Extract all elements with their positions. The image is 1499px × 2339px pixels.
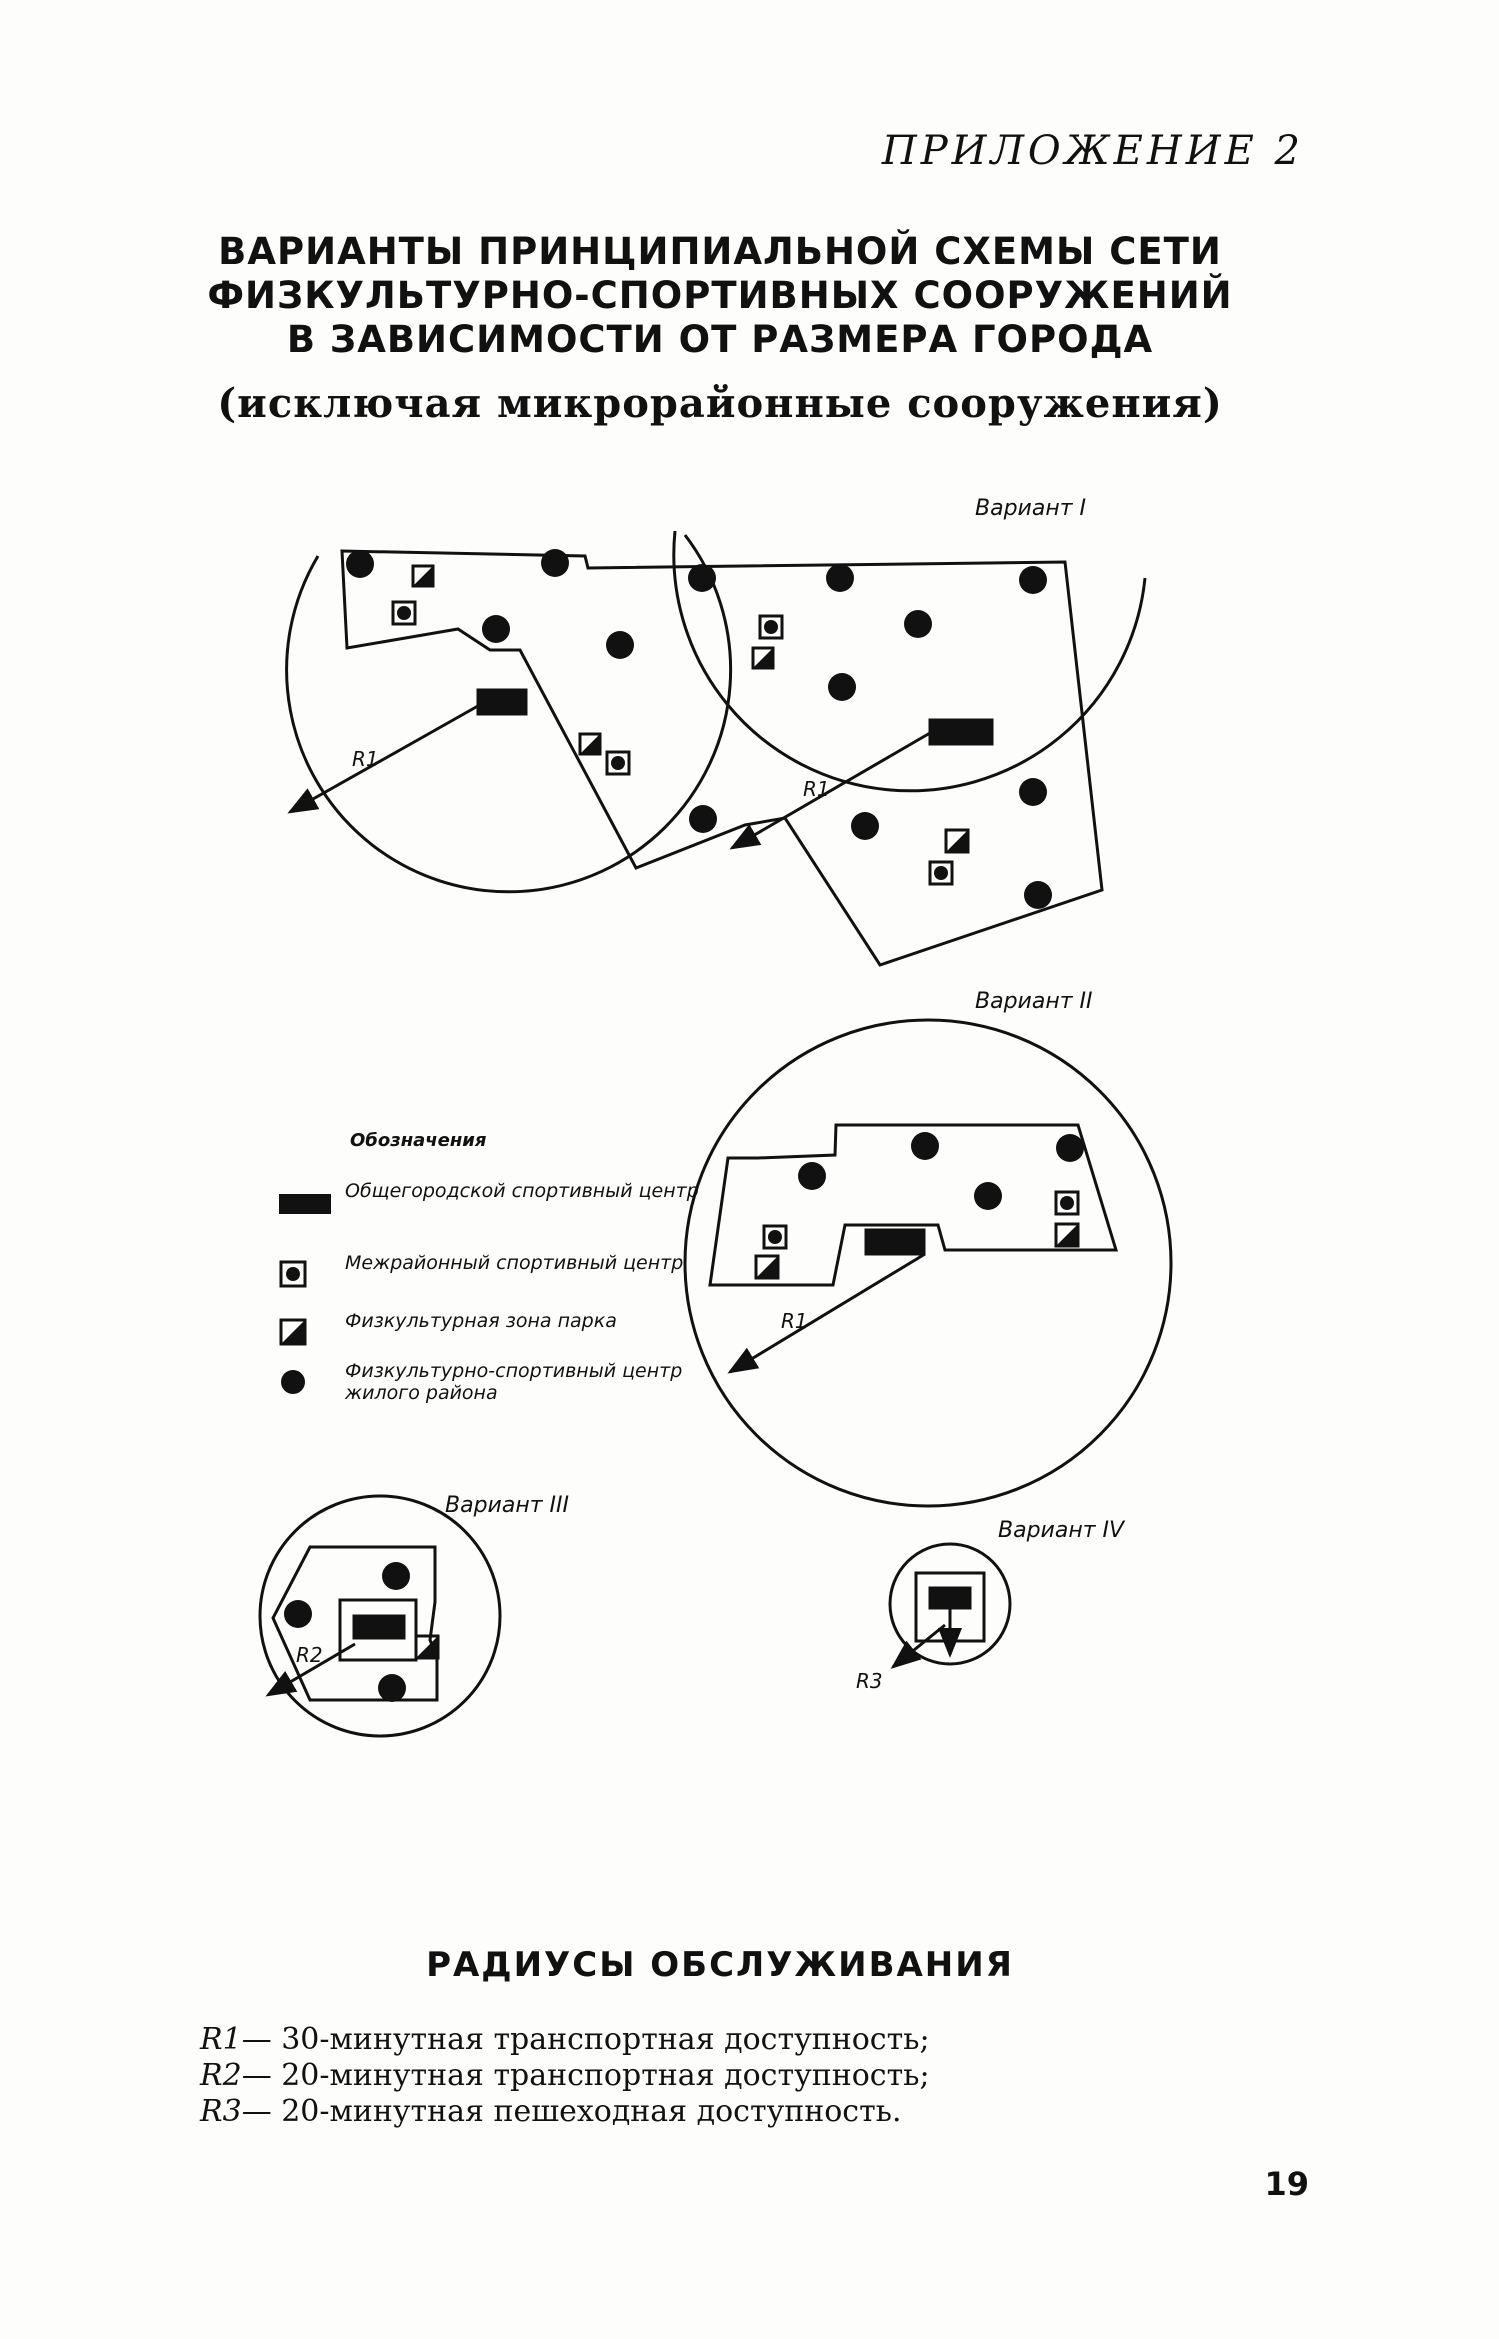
interdistrict-sports-center-icon	[279, 1260, 307, 1288]
legend-heading: Обозначения	[350, 1130, 487, 1151]
variant-1-scheme: Вариант I R1 R1	[285, 496, 1147, 967]
radius-line-v2	[727, 1252, 926, 1374]
radius-row-2: R2— 20-минутная транспортная доступность…	[200, 2058, 930, 2094]
residential-center	[382, 1562, 410, 1590]
residential-center	[826, 564, 854, 592]
radius-row-1: R1— 30-минутная транспортная доступность…	[200, 2022, 930, 2058]
interdistrict-center	[391, 600, 417, 626]
residential-center	[851, 812, 879, 840]
variant-4-scheme: Вариант IV R3	[856, 1518, 1126, 1693]
residential-center	[346, 550, 374, 578]
legend-text-interdistrict: Межрайонный спортивный центр	[345, 1252, 684, 1274]
radius-symbol: R1	[200, 2022, 242, 2057]
residential-center	[974, 1182, 1002, 1210]
legend-text-citywide: Общегородской спортивный центр	[345, 1180, 699, 1202]
radius-label-v3: R2	[296, 1643, 323, 1667]
service-radii-title: РАДИУСЫ ОБСЛУЖИВАНИЯ	[426, 1945, 1014, 1985]
radius-label-v4: R3	[856, 1669, 883, 1693]
title-line-1: ВАРИАНТЫ ПРИНЦИПИАЛЬНОЙ СХЕМЫ СЕТИ	[218, 230, 1222, 273]
variant-1-label: Вариант I	[975, 496, 1086, 521]
interdistrict-center	[928, 860, 954, 886]
radius-text: — 30-минутная транспортная доступность;	[241, 2022, 930, 2057]
radius-symbol: R2	[200, 2058, 242, 2093]
legend-item-citywide: Общегородской спортивный центр	[275, 1180, 705, 1224]
citywide-center-v3	[352, 1614, 406, 1640]
citywide-center-right	[928, 718, 994, 746]
service-circle-v3	[258, 1494, 502, 1738]
variant-2-scheme: Вариант II R1	[683, 989, 1173, 1508]
radius-label-v2: R1	[781, 1309, 808, 1333]
park-zone	[944, 828, 970, 854]
city-boundary-v1	[340, 549, 1104, 967]
variant-3-scheme: Вариант III R2	[258, 1493, 569, 1738]
residential-center	[828, 673, 856, 701]
radius-row-3: R3— 20-минутная пешеходная доступность.	[200, 2094, 902, 2130]
interdistrict-center	[762, 1224, 788, 1250]
citywide-zone-v3	[338, 1598, 418, 1662]
park-zone	[578, 732, 602, 756]
city-boundary-v2	[708, 1123, 1119, 1287]
service-circle-right	[672, 530, 1147, 793]
park-zone	[754, 1254, 780, 1280]
citywide-center-left	[476, 688, 528, 716]
appendix-label: ПРИЛОЖЕНИЕ 2	[881, 128, 1304, 174]
citywide-center-v4	[928, 1586, 972, 1610]
radius-text: — 20-минутная транспортная доступность;	[241, 2058, 930, 2093]
radius-line-v3	[265, 1642, 356, 1697]
page-number: 19	[1264, 2165, 1309, 2203]
park-zone	[411, 564, 435, 588]
residential-sports-center-icon	[281, 1370, 305, 1394]
legend-text-residential: Физкультурно-спортивный центр жилого рай…	[345, 1360, 683, 1404]
legend-item-residential: Физкультурно-спортивный центр жилого рай…	[275, 1360, 705, 1404]
residential-center	[689, 805, 717, 833]
interdistrict-center	[758, 614, 784, 640]
residential-center	[1019, 778, 1047, 806]
radius-label-right: R1	[803, 777, 830, 801]
radius-line-v4	[890, 1623, 946, 1669]
variant-3-label: Вариант III	[445, 1493, 569, 1518]
legend-item-park: Физкультурная зона парка	[275, 1310, 705, 1354]
document-subtitle: (исключая микрорайонные сооружения)	[217, 380, 1223, 427]
residential-center	[798, 1162, 826, 1190]
radius-line-left	[287, 700, 486, 814]
radius-label-left: R1	[352, 747, 379, 771]
residential-center	[904, 610, 932, 638]
park-sports-zone-icon	[279, 1318, 307, 1346]
residential-center	[688, 564, 716, 592]
residential-center	[482, 615, 510, 643]
legend-text-park: Физкультурная зона парка	[345, 1310, 617, 1332]
citywide-sports-center-icon	[279, 1194, 331, 1214]
residential-center	[378, 1674, 406, 1702]
residential-center	[911, 1132, 939, 1160]
service-circle-v4	[888, 1542, 1012, 1666]
citywide-center-v2	[864, 1228, 926, 1256]
residential-center	[1024, 881, 1052, 909]
residential-center	[541, 549, 569, 577]
service-circle-left	[285, 534, 733, 894]
residential-center	[1019, 566, 1047, 594]
residential-center	[1056, 1134, 1084, 1162]
radius-symbol: R3	[200, 2094, 242, 2129]
park-zone	[1054, 1222, 1080, 1248]
variant-2-label: Вариант II	[975, 989, 1093, 1014]
variant-4-label: Вариант IV	[998, 1518, 1126, 1543]
radius-text: — 20-минутная пешеходная доступность.	[241, 2094, 902, 2129]
title-line-2: ФИЗКУЛЬТУРНО-СПОРТИВНЫХ СООРУЖЕНИЙ	[207, 274, 1233, 317]
park-zone	[751, 646, 775, 670]
radius-line-right	[729, 731, 931, 850]
legend-item-interdistrict: Межрайонный спортивный центр	[275, 1252, 705, 1296]
title-line-3: В ЗАВИСИМОСТИ ОТ РАЗМЕРА ГОРОДА	[286, 318, 1154, 361]
service-circle-v2	[683, 1018, 1173, 1508]
interdistrict-center	[605, 750, 631, 776]
residential-center	[606, 631, 634, 659]
park-zone	[414, 1634, 440, 1660]
interdistrict-center	[1054, 1190, 1080, 1216]
document-title: ВАРИАНТЫ ПРИНЦИПИАЛЬНОЙ СХЕМЫ СЕТИ ФИЗКУ…	[0, 230, 1440, 362]
residential-center	[284, 1600, 312, 1628]
